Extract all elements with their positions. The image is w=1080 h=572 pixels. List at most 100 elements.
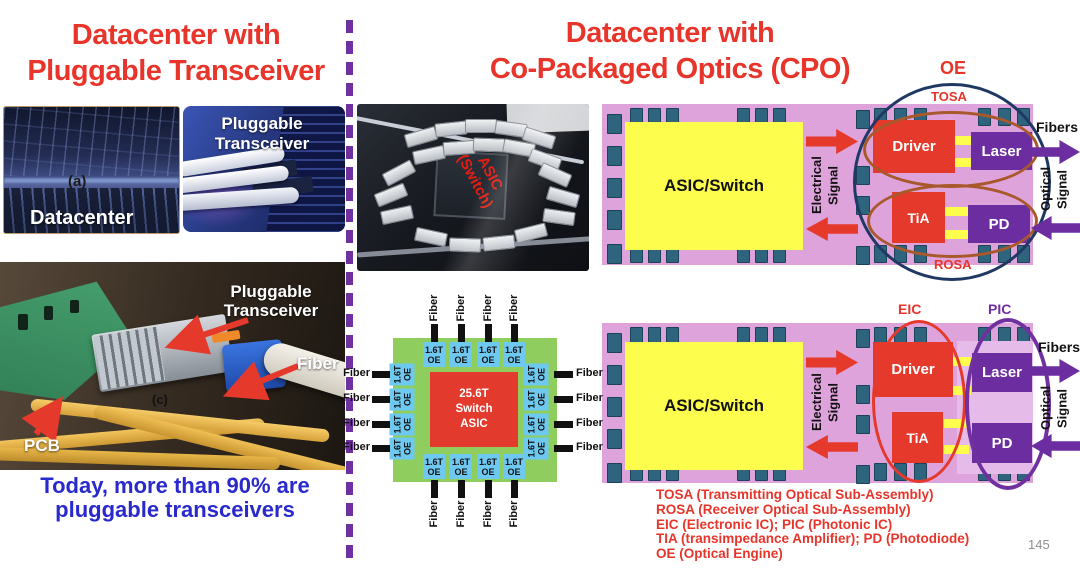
- ceiling-truss: [4, 107, 179, 177]
- board-pin: [607, 397, 622, 417]
- transceiver-photo-label-2: Transceiver: [214, 134, 310, 153]
- switch-asic-line1: 25.6T: [459, 388, 489, 400]
- oe-block-text: OE: [454, 466, 468, 477]
- oe-block-text: OE: [402, 442, 412, 456]
- fiber-stub: [485, 480, 492, 498]
- oe-block-text: OE: [402, 418, 412, 432]
- server-rows: [4, 187, 179, 233]
- switch-asic-line3: ASIC: [460, 418, 488, 430]
- signal-word: Signal: [825, 165, 841, 205]
- oe-block-text: 1.6T: [392, 439, 402, 458]
- transceiver-photo-label: Pluggable Transceiver: [197, 114, 327, 154]
- legend-rosa: ROSA (Receiver Optical Sub-Assembly): [656, 501, 911, 517]
- oe-block-text: OE: [402, 368, 412, 382]
- oe-block-text: 1.6T: [451, 344, 470, 355]
- board-pin: [607, 244, 622, 264]
- fiber-stub: [372, 371, 390, 378]
- board-pin: [607, 146, 622, 166]
- switch-asic-line2: Switch: [455, 403, 493, 415]
- closeup-pcb-label: PCB: [24, 436, 60, 455]
- fiber-label: Fiber: [428, 294, 440, 322]
- fiber-stub: [372, 396, 390, 403]
- oe-block-text: OE: [536, 418, 546, 432]
- fiber-stub: [372, 445, 390, 452]
- fiber-stub: [431, 480, 438, 498]
- oe-block-text: 1.6T: [478, 344, 497, 355]
- optical-signal-label-2: Optical Signal: [1038, 382, 1078, 434]
- legend-eic-pic: EIC (Electronic IC); PIC (Photonic IC): [656, 516, 893, 532]
- pic-ellipse: [965, 318, 1051, 490]
- oe-block-text: 1.6T: [526, 415, 536, 434]
- board-pin: [607, 333, 622, 353]
- fiber-stub: [431, 324, 438, 342]
- glass-reflection: [357, 104, 589, 271]
- fiber-stub: [511, 324, 518, 342]
- pic-label: PIC: [988, 301, 1012, 317]
- pcb-component: [18, 314, 28, 330]
- oe-block-text: OE: [402, 393, 412, 407]
- fiber-label: Fiber: [455, 500, 467, 528]
- lit-aisle: [4, 177, 179, 183]
- board-pin: [856, 385, 870, 404]
- fiber-label: Fiber: [576, 367, 603, 379]
- electrical-word: Electrical: [809, 373, 824, 431]
- photo-tag-c: (c): [152, 392, 168, 407]
- fiber-stub: [458, 324, 465, 342]
- signal-word: Signal: [825, 382, 841, 422]
- oe-block-text: 1.6T: [392, 365, 402, 384]
- switch-asic-box: 25.6T Switch ASIC: [430, 372, 518, 447]
- legend-oe: OE (Optical Engine): [656, 546, 783, 562]
- fiber-stub: [554, 445, 573, 452]
- closeup-transceiver-label-1: Pluggable: [230, 282, 312, 301]
- board-pin: [856, 465, 870, 484]
- connector-bar: [950, 357, 971, 366]
- rosa-label: ROSA: [934, 257, 972, 272]
- fiber-label: Fiber: [482, 294, 494, 322]
- fiber-label: Fiber: [455, 294, 467, 322]
- asic-switch-box-1: ASIC/Switch: [625, 122, 803, 250]
- divider-dashed-line: [346, 20, 353, 558]
- oe-block-text: OE: [427, 466, 441, 477]
- fiber-stub: [554, 396, 573, 403]
- left-caption-line1: Today, more than 90% are: [40, 473, 310, 498]
- fibers-label-2: Fibers: [1038, 339, 1080, 355]
- board-pin: [856, 246, 870, 265]
- eic-label: EIC: [898, 301, 922, 317]
- left-caption-line2: pluggable transceivers: [55, 497, 295, 522]
- eic-ellipse: [872, 320, 966, 483]
- electrical-signal-label-2: Electrical Signal: [809, 370, 851, 434]
- oe-circle: [853, 83, 1051, 281]
- pcb-component: [44, 306, 53, 320]
- asic-switch-box-2: ASIC/Switch: [625, 342, 803, 470]
- oe-block-text: 1.6T: [424, 456, 443, 467]
- board-pin: [607, 210, 622, 230]
- board-pin: [856, 110, 870, 129]
- left-title-line1: Datacenter with: [71, 19, 281, 51]
- electrical-word: Electrical: [809, 156, 824, 214]
- fiber-stub: [485, 324, 492, 342]
- datacenter-photo-label: Datacenter: [30, 207, 134, 229]
- arrow-to-transceiver: [164, 314, 249, 355]
- board-pin: [874, 463, 887, 481]
- oe-block-text: OE: [481, 354, 495, 365]
- transceiver-photo-label-1: Pluggable: [221, 114, 303, 133]
- fiber-label: Fiber: [343, 417, 370, 429]
- fiber-stub: [511, 480, 518, 498]
- legend: TOSA (Transmitting Optical Sub-Assembly)…: [656, 487, 969, 562]
- left-title: Datacenter with Pluggable Transceiver: [0, 17, 352, 89]
- fiber-label: Fiber: [508, 500, 520, 528]
- left-caption: Today, more than 90% are pluggable trans…: [0, 474, 350, 522]
- oe-block-text: 1.6T: [392, 415, 402, 434]
- oe-block-text: OE: [507, 354, 521, 365]
- arrow-to-pcb: [21, 396, 63, 443]
- board-pin: [856, 415, 870, 434]
- fiber-label: Fiber: [482, 500, 494, 528]
